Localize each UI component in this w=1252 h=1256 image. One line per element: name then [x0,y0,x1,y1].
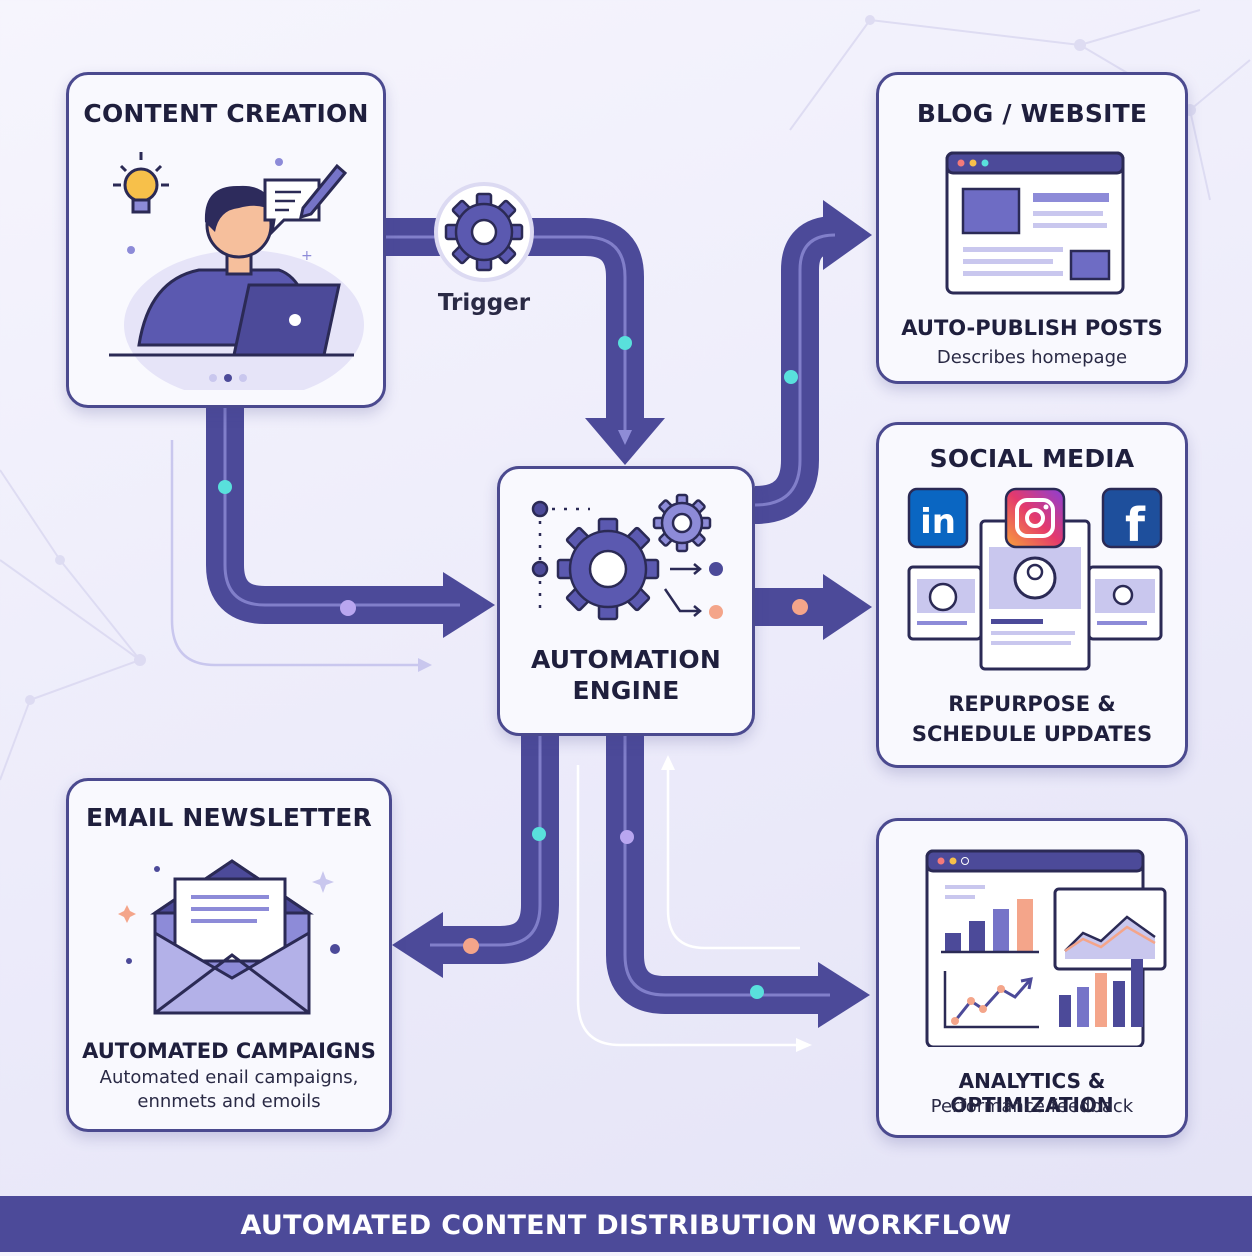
email-newsletter-description-line2: ennmets and emoils [137,1091,321,1112]
email-newsletter-title: EMAIL NEWSLETTER [85,803,373,832]
analytics-card: ANALYTICS & OPTIMIZATION Performance fee… [876,818,1188,1138]
content-creation-card: CONTENT CREATION [66,72,386,408]
envelope-icon [118,859,340,1015]
trigger-gear-icon [434,182,534,282]
facebook-logo: f [1101,487,1163,552]
secondary-arrowheads [418,430,812,1052]
email-newsletter-description-line1: Automated enail campaigns, [99,1067,359,1088]
social-media-subtitle-line2: SCHEDULE UPDATES [911,722,1153,746]
svg-text:+: + [301,248,313,264]
dashboard-icon [925,849,1167,1047]
automation-engine-title-line1: AUTOMATION [530,645,721,674]
social-media-card: SOCIAL MEDIA in [876,422,1188,768]
blog-website-subtitle: AUTO-PUBLISH POSTS [901,316,1163,340]
automation-engine-title-line2: ENGINE [572,676,680,705]
carousel-dots [209,374,247,382]
social-media-title: SOCIAL MEDIA [929,444,1135,473]
gear-icon [531,493,723,621]
automation-engine-card: AUTOMATION ENGINE [497,466,755,736]
content-creation-title: CONTENT CREATION [83,99,369,128]
flow-nodes [218,336,808,999]
trigger-label: Trigger [437,290,531,316]
blog-website-card: BLOG / WEBSITE AUTO-PUBLISH POSTS Descri… [876,72,1188,384]
secondary-flow [170,440,800,1047]
blog-website-title: BLOG / WEBSITE [916,99,1148,128]
instagram-logo [1004,487,1066,549]
flow-arrowheads [392,200,872,1028]
linkedin-logo: in [907,487,969,549]
footer-banner: AUTOMATED CONTENT DISTRIBUTION WORKFLOW [0,1196,1252,1252]
email-newsletter-card: EMAIL NEWSLETTER AUTOMATED CAMPAIGNS Aut… [66,778,392,1132]
flow-inner-lines [223,233,836,997]
email-newsletter-subtitle: AUTOMATED CAMPAIGNS [82,1039,376,1063]
social-media-subtitle-line1: REPURPOSE & [948,692,1116,716]
linkedin-logo-text: in [920,502,956,542]
lightbulb-icon [113,152,169,214]
pen-and-note-icon [263,163,348,237]
facebook-logo-text: f [1125,498,1146,552]
browser-window-icon [945,151,1125,295]
background-network [0,9,1251,781]
analytics-description: Performance feedback [930,1096,1134,1117]
blog-website-description: Describes homepage [936,347,1128,368]
person-at-laptop-icon: + [109,152,364,390]
social-posts-icon: in f [907,487,1163,671]
small-gear-icon [652,493,712,553]
analytics-title: ANALYTICS & OPTIMIZATION [950,1069,1114,1117]
